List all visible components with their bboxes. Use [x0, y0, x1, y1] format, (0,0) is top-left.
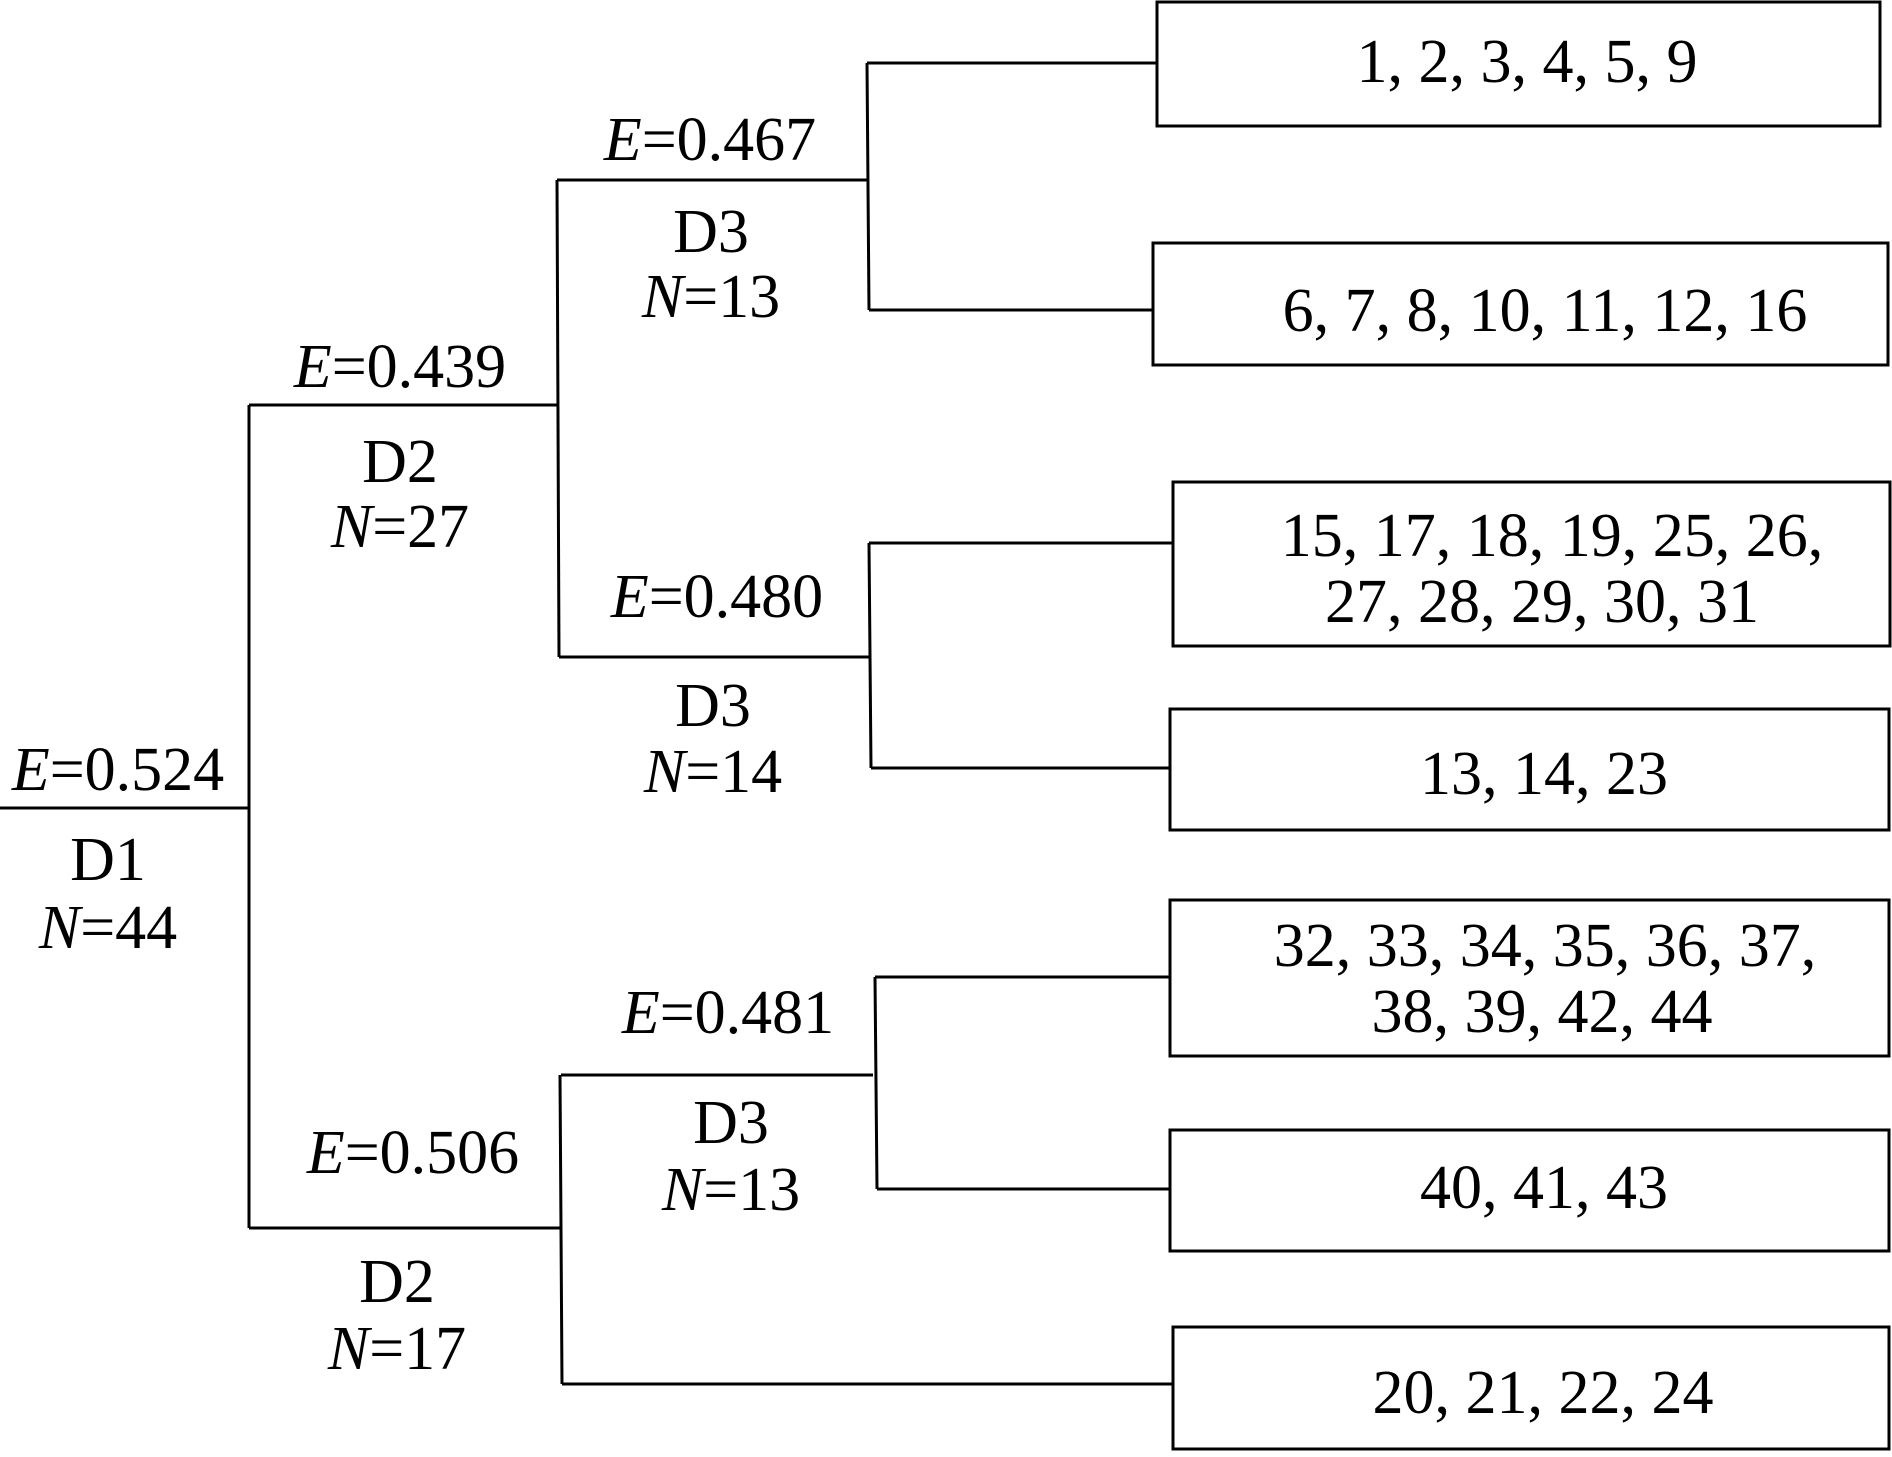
entropy-value: =0.467: [642, 106, 816, 174]
count-value: =44: [80, 894, 177, 962]
node-d2-upper: E=0.439 D2 N=27: [249, 179, 561, 658]
node-d3-a-entropy: E=0.467: [603, 106, 816, 174]
entropy-symbol: E: [610, 563, 649, 631]
entropy-value: =0.481: [660, 979, 834, 1047]
node-d3-a-count: N=13: [641, 263, 780, 331]
node-d2-lower: E=0.506 D2 N=17: [249, 1074, 564, 1385]
branch-d3-b-vertical: [867, 542, 873, 769]
leaf-text: 1, 2, 3, 4, 5, 9: [1357, 28, 1698, 96]
entropy-symbol: E: [293, 333, 332, 401]
node-d3-b-entropy: E=0.480: [610, 563, 823, 631]
node-d1-entropy: E=0.524: [11, 736, 224, 804]
leaf-text: 6, 7, 8, 10, 11, 12, 16: [1283, 277, 1808, 345]
node-d2-upper-count: N=27: [330, 493, 469, 561]
entropy-value: =0.439: [332, 333, 506, 401]
node-d2-upper-name: D2: [362, 428, 438, 496]
node-d3-b-count: N=14: [643, 738, 782, 806]
count-symbol: N: [661, 1156, 707, 1224]
leaf-6: 40, 41, 43: [1168, 1128, 1891, 1253]
count-symbol: N: [330, 493, 376, 561]
node-d2-upper-entropy: E=0.439: [293, 333, 506, 401]
branch-d3-c-vertical: [873, 976, 879, 1190]
branch-d2-upper-vertical: [555, 179, 561, 658]
leaf-box: [1168, 898, 1891, 1058]
branch-d3-a-vertical: [865, 62, 871, 311]
entropy-symbol: E: [306, 1119, 345, 1187]
count-value: =17: [369, 1315, 466, 1383]
node-d2-lower-count: N=17: [327, 1315, 466, 1383]
leaf-5: 32, 33, 34, 35, 36, 37, 38, 39, 42, 44: [1168, 898, 1891, 1058]
count-symbol: N: [327, 1315, 373, 1383]
leaf-1: 1, 2, 3, 4, 5, 9: [1155, 0, 1882, 128]
node-d1: E=0.524 D1 N=44: [0, 405, 251, 1228]
node-d1-name: D1: [70, 826, 146, 894]
leaf-3: 15, 17, 18, 19, 25, 26, 27, 28, 29, 30, …: [1171, 480, 1892, 648]
leaf-text-line-2: 38, 39, 42, 44: [1372, 978, 1713, 1046]
count-value: =13: [703, 1156, 800, 1224]
entropy-value: =0.506: [345, 1119, 519, 1187]
count-value: =27: [372, 493, 469, 561]
node-d2-lower-entropy: E=0.506: [306, 1119, 519, 1187]
leaf-text: 20, 21, 22, 24: [1373, 1359, 1714, 1427]
count-symbol: N: [641, 263, 687, 331]
leaf-text: 13, 14, 23: [1420, 740, 1668, 808]
leaf-text-line-1: 32, 33, 34, 35, 36, 37,: [1274, 912, 1817, 980]
leaf-box: [1168, 707, 1891, 832]
count-symbol: N: [38, 894, 84, 962]
entropy-value: =0.480: [649, 563, 823, 631]
entropy-symbol: E: [621, 979, 660, 1047]
leaf-box: [1168, 1128, 1891, 1253]
count-value: =13: [683, 263, 780, 331]
branch-d2-lower-vertical: [558, 1074, 564, 1385]
leaf-connectors: [562, 61, 1173, 1386]
node-d2-lower-name: D2: [359, 1248, 435, 1316]
entropy-symbol: E: [603, 106, 642, 174]
leaf-4: 13, 14, 23: [1168, 707, 1891, 832]
leaf-box: [1171, 1325, 1891, 1451]
node-d3-c-entropy: E=0.481: [621, 979, 834, 1047]
entropy-symbol: E: [11, 736, 50, 804]
leaf-box: [1151, 241, 1890, 367]
node-d3-c-count: N=13: [661, 1156, 800, 1224]
node-d3-c-name: D3: [693, 1089, 769, 1157]
count-symbol: N: [643, 738, 689, 806]
node-d3-c: E=0.481 D3 N=13: [561, 976, 879, 1224]
node-d3-b: E=0.480 D3 N=14: [559, 542, 873, 806]
node-d3-a-name: D3: [673, 198, 749, 266]
node-d3-b-name: D3: [675, 672, 751, 740]
leaf-text: 40, 41, 43: [1420, 1154, 1668, 1222]
node-d1-count: N=44: [38, 894, 177, 962]
count-value: =14: [685, 738, 782, 806]
leaf-2: 6, 7, 8, 10, 11, 12, 16: [1151, 241, 1890, 367]
leaf-text-line-1: 15, 17, 18, 19, 25, 26,: [1281, 502, 1824, 570]
node-d3-a: E=0.467 D3 N=13: [557, 62, 871, 331]
leaf-7: 20, 21, 22, 24: [1171, 1325, 1891, 1451]
leaf-box: [1155, 0, 1882, 128]
leaf-box: [1171, 480, 1892, 648]
leaf-text-line-2: 27, 28, 29, 30, 31: [1325, 568, 1759, 636]
entropy-value: =0.524: [50, 736, 224, 804]
